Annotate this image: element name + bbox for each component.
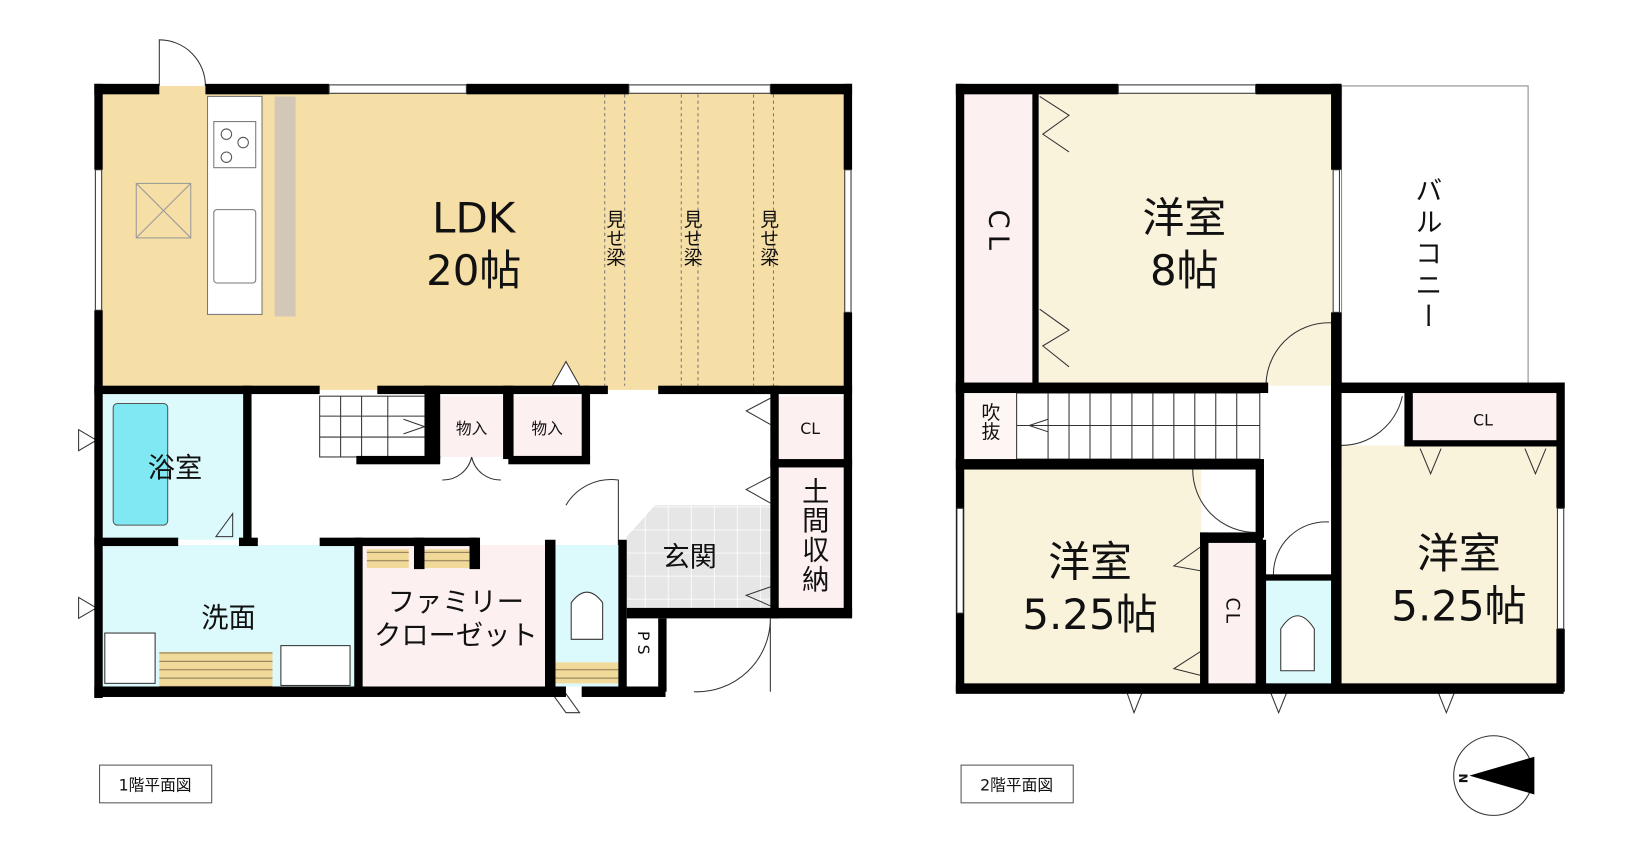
- floor2-caption-box: [960, 764, 1074, 804]
- western-room-8: [1037, 92, 1334, 386]
- toilet-icon: [570, 591, 604, 640]
- kitchen-wall: [274, 96, 296, 317]
- storage-label-1: 物入: [456, 419, 488, 438]
- compass-north-label: N: [1456, 773, 1470, 783]
- western-room-525-b: [1339, 445, 1558, 687]
- family-closet-label-2: クローゼット: [374, 621, 538, 652]
- void-area: [962, 393, 1017, 460]
- range-hood-icon: [135, 182, 192, 239]
- walls-2f: [955, 83, 1565, 694]
- walls-1f: [94, 83, 853, 699]
- windows-2f: [956, 84, 1565, 630]
- beam-label-1: 見せ梁: [603, 210, 625, 267]
- bathtub-icon: [112, 402, 169, 526]
- closet-label-2f-a: CL: [982, 210, 1013, 257]
- floor1-caption: 1階平面図: [119, 775, 192, 794]
- stairs-1f: [319, 395, 431, 458]
- closet-2f-c: [1409, 393, 1558, 443]
- storage-label-2: 物入: [531, 419, 563, 438]
- balcony-label: バルコニー: [1410, 176, 1441, 333]
- stove-icon: [213, 121, 257, 169]
- windows-1f: [94, 84, 852, 313]
- western-room-525-a: [962, 469, 1202, 687]
- ldk-label: LDK: [432, 194, 517, 243]
- family-closet: [361, 545, 548, 687]
- bath-label: 浴室: [148, 453, 203, 484]
- entrance-room: [626, 505, 771, 608]
- beam-lines: [604, 94, 775, 386]
- earth-storage: [775, 466, 845, 608]
- beam-label-3: 見せ梁: [757, 210, 779, 267]
- room525a-size: 5.25帖: [1022, 590, 1157, 639]
- balcony: [1341, 85, 1529, 387]
- family-closet-label-1: ファミリー: [388, 587, 524, 618]
- toilet-icon-2f: [1280, 615, 1315, 672]
- pipe-space: [626, 626, 661, 688]
- room525b-label: 洋室: [1417, 529, 1501, 578]
- shelf: [159, 651, 273, 687]
- room8-label: 洋室: [1142, 194, 1226, 243]
- earth-storage-label: 土間収納: [797, 477, 830, 594]
- ldk-size: 20帖: [426, 246, 521, 295]
- compass-icon: N: [1453, 735, 1535, 816]
- room8-size: 8帖: [1150, 246, 1219, 295]
- storage-2: [513, 396, 582, 457]
- closet-label-2f-b: CL: [1222, 597, 1244, 625]
- sink-icon: [213, 209, 257, 284]
- room525b-size: 5.25帖: [1391, 581, 1526, 630]
- entrance-label: 玄関: [662, 542, 717, 573]
- floor1-caption-box: [99, 764, 213, 804]
- beam-label-2: 見せ梁: [681, 210, 703, 267]
- vanity-sink-icon: [280, 645, 351, 686]
- washer-icon: [104, 632, 156, 684]
- closet-1f: [775, 396, 845, 460]
- closet-2f-b: [1205, 539, 1258, 687]
- closet-label-1f: CL: [800, 419, 820, 438]
- pipe-space-label: PS: [634, 631, 653, 659]
- washroom-label: 洗面: [201, 603, 256, 634]
- room525a-label: 洋室: [1048, 537, 1132, 586]
- closet-2f-a: [962, 92, 1033, 386]
- floor-2: 洋室 8帖 CL バルコニー 吹抜 CL 洋室 5.25帖 CL 洋室 5.25…: [955, 83, 1565, 804]
- storage-1: [440, 396, 504, 457]
- floor2-caption: 2階平面図: [980, 775, 1053, 794]
- void-label: 吹抜: [978, 402, 1000, 440]
- floor-1: LDK 20帖 見せ梁 見せ梁 見せ梁 浴室 洗面 ファミリー クローゼット 物…: [78, 39, 853, 804]
- stairs-2f: [1016, 392, 1261, 460]
- closet-label-2f-c: CL: [1473, 411, 1493, 430]
